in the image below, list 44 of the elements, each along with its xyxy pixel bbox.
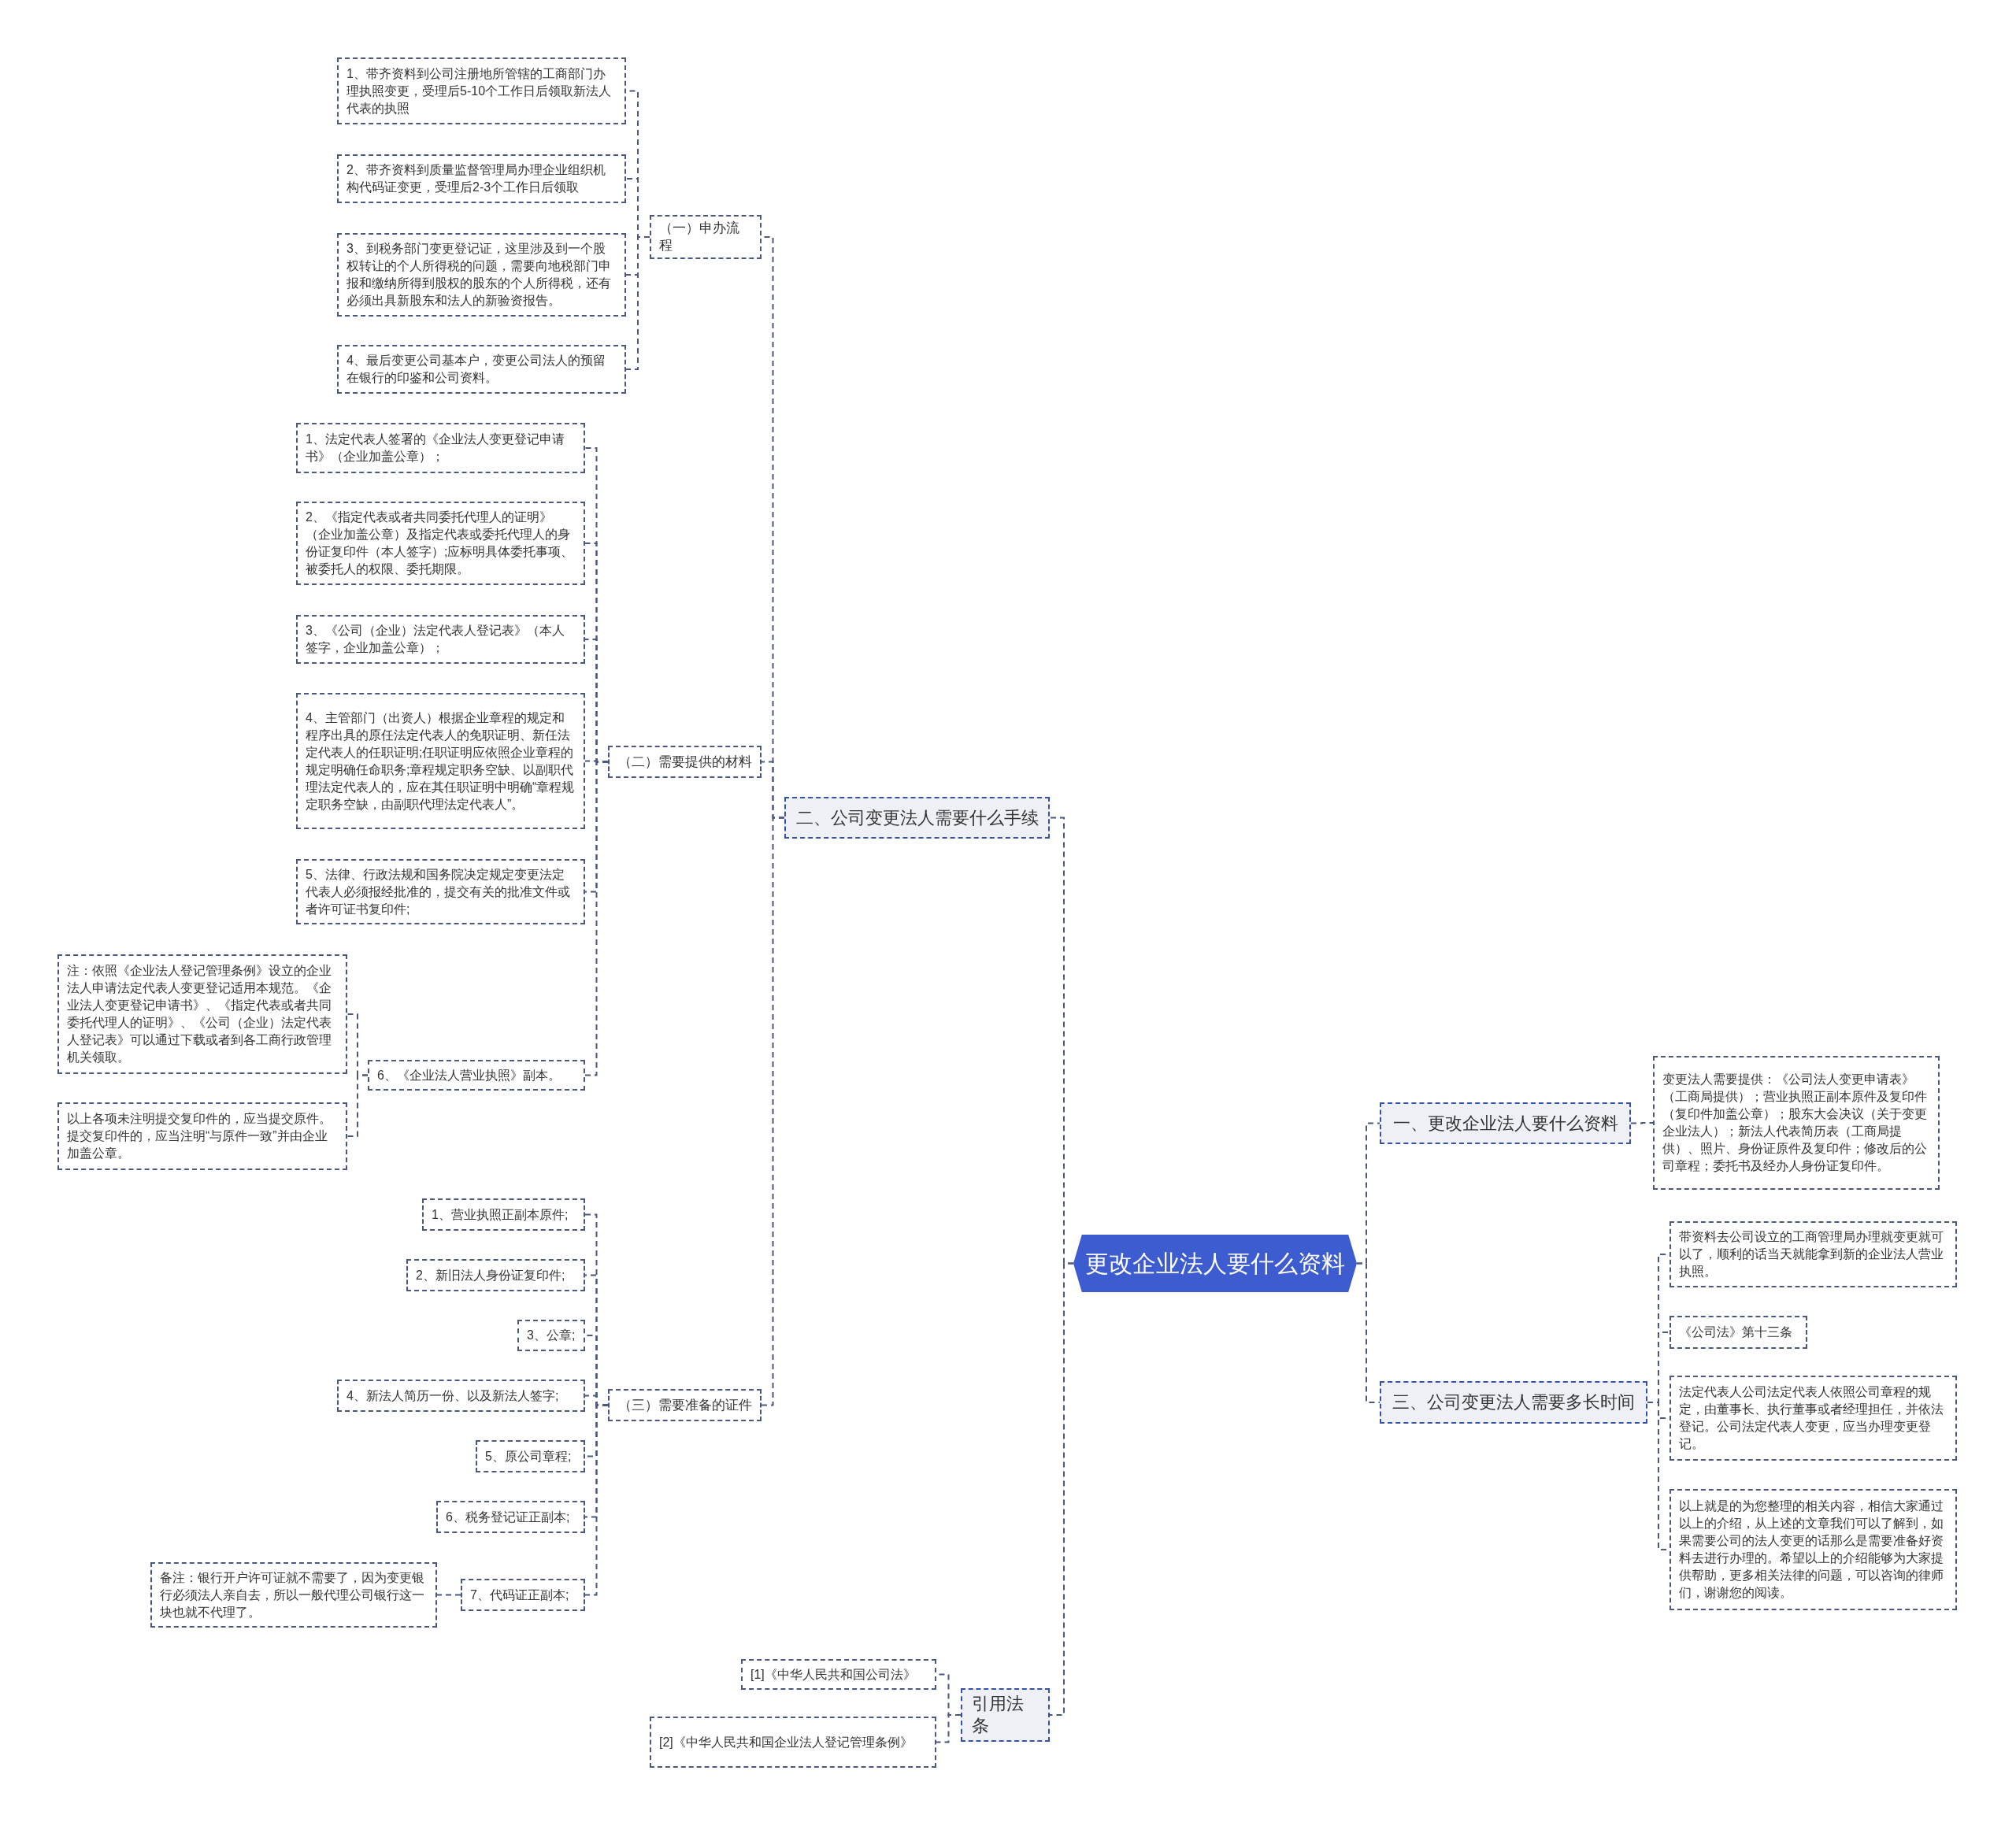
connector-line xyxy=(1049,1262,1074,1716)
text-box: 带资料去公司设立的工商管理局办理就变更就可以了，顺利的话当天就能拿到新的企业法人营业执照。 xyxy=(1670,1221,1957,1287)
connector-line xyxy=(436,1594,461,1596)
connector-line xyxy=(936,1714,962,1743)
central-topic: 更改企业法人要什么资料 xyxy=(1073,1235,1357,1292)
text-box: 1、法定代表人签署的《企业法人变更登记申请书》（企业加盖公章）； xyxy=(296,423,585,473)
topic-box: 三、公司变更法人需要多长时间 xyxy=(1380,1381,1647,1424)
text-box: 3、到税务部门变更登记证，这里涉及到一个股权转让的个人所得税的问题，需要向地税部门申报和缴纳所得到股权的股东的个人所得税，还有必须出具新股东和法人的新验资报告。 xyxy=(337,233,626,317)
text-box: 2、带齐资料到质量监督管理局办理企业组织机构代码证变更，受理后2-3个工作日后领取 xyxy=(337,154,626,203)
topic-box: 二、公司变更法人需要什么手续 xyxy=(784,797,1050,839)
text-box: 法定代表人公司法定代表人依照公司章程的规定，由董事长、执行董事或者经理担任，并依法登记。公司法定代表人变更，应当办理变更登记。 xyxy=(1670,1376,1957,1461)
text-box: 变更法人需要提供：《公司法人变更申请表》（工商局提供）；营业执照正副本原件及复印件（复印件加盖公章）；股东大会决议（关于变更企业法人）；新法人代表简历表（工商局提供）、照片、身份证原件及复印件；修改后的公司章程；委托书及经办人身份证复印件。 xyxy=(1653,1056,1940,1190)
text-box: 4、最后变更公司基本户，变更公司法人的预留在银行的印鉴和公司资料。 xyxy=(337,345,626,394)
text-box: [2]《中华人民共和国企业法人登记管理条例》 xyxy=(650,1717,936,1768)
text-box: 1、带齐资料到公司注册地所管辖的工商部门办理执照变更，受理后5-10个工作日后领取新法人代表的执照 xyxy=(337,57,626,124)
connector-line xyxy=(1356,1262,1380,1403)
subtopic-box: （一）申办流程 xyxy=(650,215,762,259)
text-box: 3、《公司（企业）法定代表人登记表》（本人签字，企业加盖公章）； xyxy=(296,615,585,664)
connector-line xyxy=(346,1074,369,1137)
connector-line xyxy=(1630,1122,1654,1124)
text-box: 2、新旧法人身份证复印件; xyxy=(406,1259,585,1291)
text-box: 4、新法人简历一份、以及新法人签字; xyxy=(337,1380,585,1412)
note-box: 注：依照《企业法人登记管理条例》设立的企业法人申请法定代表人变更登记适用本规范。《企业法人变更登记申请书》、《指定代表或者共同委托代理人的证明》、《公司（企业）法定代表人登记表》可以通过下载或者到各工商行政管理机关领取。 xyxy=(57,954,347,1074)
text-box: 4、主管部门（出资人）根据企业章程的规定和程序出具的原任法定代表人的免职证明、新任法定代表人的任职证明;任职证明应依照企业章程的规定明确任命职务;章程规定职务空缺、以副职代理法定代表人的，应在其任职证明中明确“章程规定职务空缺，由副职代理法定代表人”。 xyxy=(296,693,585,829)
text-box: 7、代码证正副本; xyxy=(461,1579,585,1611)
note-box: 以上各项未注明提交复印件的，应当提交原件。提交复印件的，应当注明“与原件一致”并由企业加盖公章。 xyxy=(57,1102,347,1170)
note-box: 备注：银行开户许可证就不需要了，因为变更银行必须法人亲自去，所以一般代理公司银行这一块也就不代理了。 xyxy=(150,1562,437,1628)
text-box: 2、《指定代表或者共同委托代理人的证明》（企业加盖公章）及指定代表或委托代理人的身份证复印件（本人签字）;应标明具体委托事项、被委托人的权限、委托期限。 xyxy=(296,502,585,585)
text-box: 3、公章; xyxy=(517,1320,585,1351)
text-box: 6、《企业法人营业执照》副本。 xyxy=(368,1060,585,1091)
text-box: 以上就是的为您整理的相关内容，相信大家通过以上的介绍，从上述的文章我们可以了解到，如果需要公司的法人变更的话那么是需要准备好资料去进行办理的。希望以上的介绍能够为大家提供帮助，更多相关法律的问题，可以咨询的律师们，谢谢您的阅读。 xyxy=(1670,1489,1957,1610)
topic-box: 一、更改企业法人要什么资料 xyxy=(1380,1102,1631,1144)
subtopic-box: （三）需要准备的证件 xyxy=(608,1389,762,1421)
subtopic-box: （二）需要提供的材料 xyxy=(608,746,762,778)
connector-line xyxy=(625,236,650,370)
text-box: 5、法律、行政法规和国务院决定规定变更法定代表人必须报经批准的，提交有关的批准文件或者许可证书复印件; xyxy=(296,859,585,924)
text-box: 6、税务登记证正副本; xyxy=(436,1501,585,1533)
text-box: 《公司法》第十三条 xyxy=(1670,1316,1807,1349)
connector-line xyxy=(584,1404,609,1596)
text-box: 1、营业执照正副本原件; xyxy=(422,1198,585,1231)
text-box: 5、原公司章程; xyxy=(476,1440,585,1472)
connector-line xyxy=(761,817,785,1406)
text-box: [1]《中华人民共和国公司法》 xyxy=(741,1659,936,1690)
topic-box: 引用法条 xyxy=(961,1688,1050,1742)
